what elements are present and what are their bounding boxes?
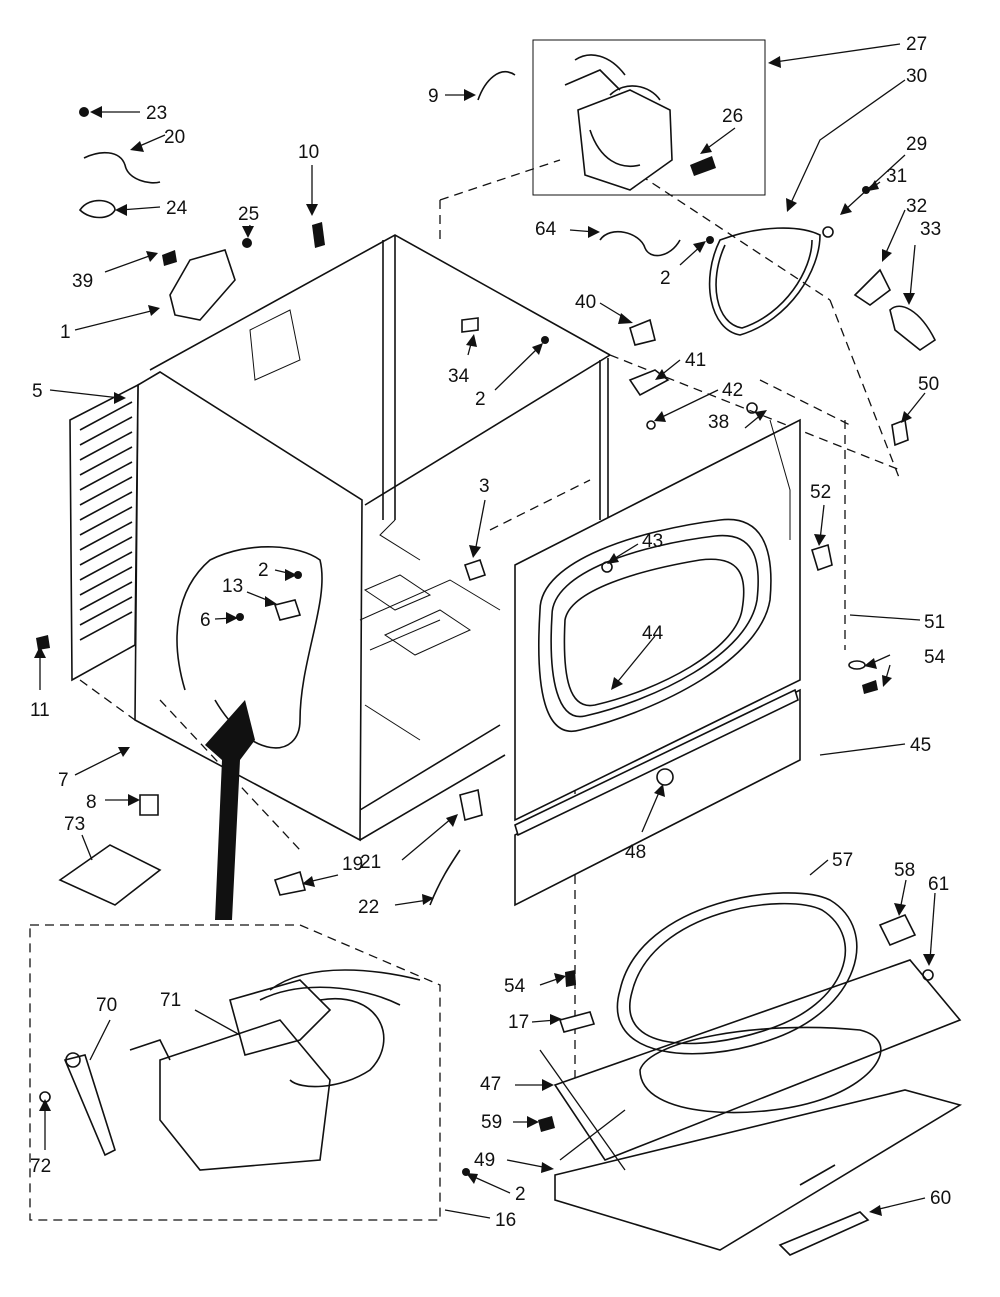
label-45: 45 — [910, 735, 931, 756]
drive-belt — [708, 227, 821, 336]
label-2-top: 2 — [475, 389, 486, 410]
label-43: 43 — [642, 531, 663, 552]
label-23: 23 — [146, 103, 167, 124]
label-34: 34 — [448, 366, 470, 387]
label-5: 5 — [32, 381, 43, 402]
label-27: 27 — [906, 34, 927, 55]
label-26: 26 — [722, 106, 743, 127]
label-20: 20 — [164, 127, 185, 148]
label-30: 30 — [906, 66, 927, 87]
small-parts — [36, 71, 937, 1176]
label-25: 25 — [238, 204, 259, 225]
label-60: 60 — [930, 1188, 951, 1209]
top-panel-assembly — [553, 892, 963, 1256]
label-72: 72 — [30, 1156, 51, 1177]
front-panel-assembly — [514, 418, 801, 822]
label-33: 33 — [920, 219, 941, 240]
label-11: 11 — [30, 700, 50, 721]
label-71: 71 — [160, 990, 181, 1011]
label-31: 31 — [886, 166, 907, 187]
label-64: 64 — [535, 219, 557, 240]
label-29: 29 — [906, 134, 927, 155]
label-21: 21 — [360, 852, 381, 873]
label-41: 41 — [685, 350, 706, 371]
label-58: 58 — [894, 860, 915, 881]
label-7: 7 — [58, 770, 69, 791]
label-17: 17 — [508, 1012, 529, 1033]
label-2-belt: 2 — [660, 268, 671, 289]
label-57: 57 — [832, 850, 853, 871]
label-51: 51 — [924, 612, 945, 633]
cabinet-assembly — [69, 234, 611, 920]
part-number-labels: 23 20 24 39 1 10 25 5 11 7 8 73 6 13 2 9… — [30, 34, 951, 1231]
label-61: 61 — [928, 874, 949, 895]
label-59: 59 — [481, 1112, 502, 1133]
label-1: 1 — [60, 322, 71, 343]
label-44: 44 — [642, 623, 664, 644]
label-22: 22 — [358, 897, 379, 918]
label-10: 10 — [298, 142, 319, 163]
label-48: 48 — [625, 842, 646, 863]
side-panel-louvers — [79, 401, 133, 641]
motor-inset-box — [532, 39, 766, 196]
gas-valve-inset-box — [29, 924, 441, 1221]
label-2-side: 2 — [258, 560, 269, 581]
bracket-73 — [58, 844, 162, 906]
label-13: 13 — [222, 576, 243, 597]
label-3: 3 — [479, 476, 490, 497]
label-73: 73 — [64, 814, 85, 835]
label-9: 9 — [428, 86, 439, 107]
label-47: 47 — [480, 1074, 501, 1095]
label-38: 38 — [708, 412, 729, 433]
label-2-inset: 2 — [515, 1184, 526, 1205]
label-70: 70 — [96, 995, 117, 1016]
leader-lines — [34, 43, 936, 1219]
label-42: 42 — [722, 380, 743, 401]
label-40: 40 — [575, 292, 596, 313]
label-52: 52 — [810, 482, 831, 503]
label-19: 19 — [342, 854, 363, 875]
label-8: 8 — [86, 792, 97, 813]
label-54-top: 54 — [504, 976, 526, 997]
label-24: 24 — [166, 198, 188, 219]
label-50: 50 — [918, 374, 939, 395]
label-39: 39 — [72, 271, 93, 292]
label-49: 49 — [474, 1150, 495, 1171]
label-16: 16 — [495, 1210, 516, 1231]
label-54-front: 54 — [924, 647, 946, 668]
label-32: 32 — [906, 196, 927, 217]
label-6: 6 — [200, 610, 211, 631]
